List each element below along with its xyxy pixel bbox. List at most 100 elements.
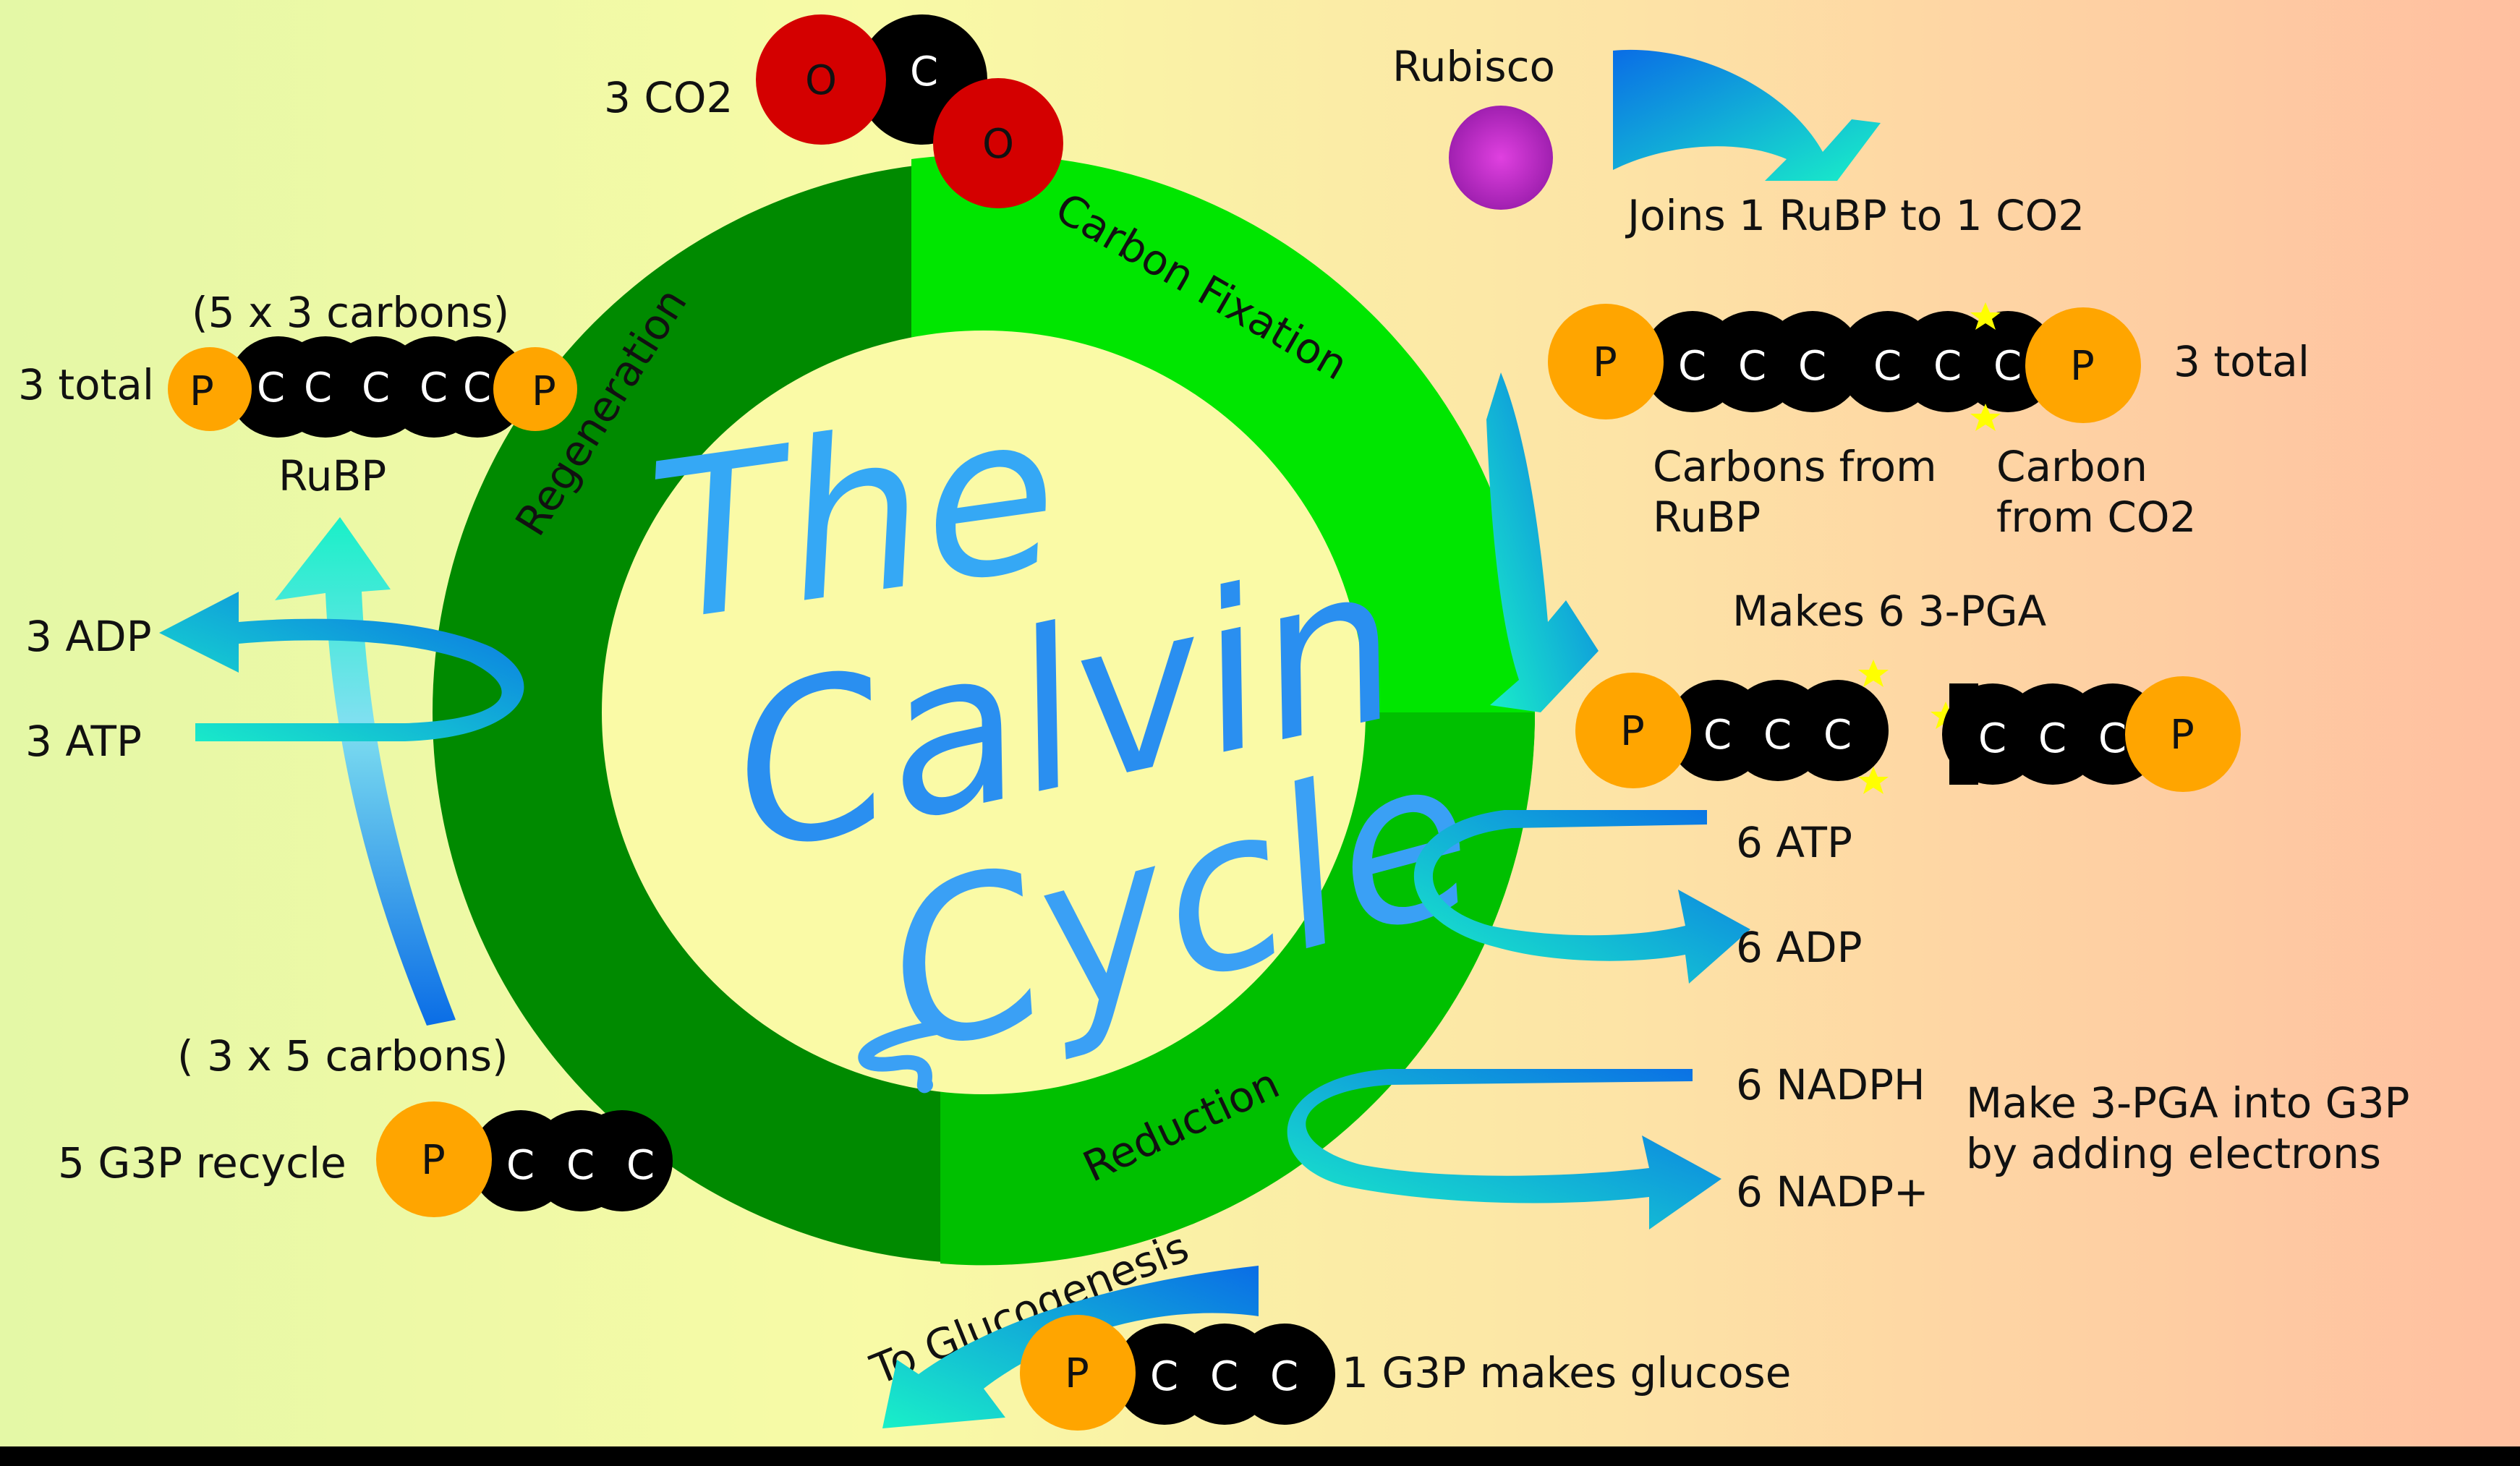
rubisco: Rubisco Joins 1 RuBP to 1 CO2 <box>1392 42 2085 240</box>
rubp-total: 3 total <box>18 360 154 409</box>
rubisco-arrow-icon <box>1613 49 1881 181</box>
carbon-symbol: C <box>2098 715 2127 762</box>
phosphate-group <box>1548 304 1664 419</box>
adp-atp-arrow-icon <box>159 592 524 741</box>
rubp-carbons: (5 x 3 carbons) <box>192 288 509 337</box>
carbon-symbol: C <box>362 365 390 412</box>
carbon-symbol: C <box>420 365 448 412</box>
glucogenesis-arrow-icon <box>882 1266 1259 1428</box>
phosphate-symbol: P <box>1065 1350 1089 1397</box>
carbon-symbol: C <box>1703 712 1732 759</box>
carbon-symbol: C <box>1270 1353 1298 1400</box>
pga-label: Makes 6 3-PGA <box>1732 587 2047 636</box>
regeneration-atp-loop: 3 ADP 3 ATP <box>25 592 524 766</box>
carbon-symbol: C <box>1150 1353 1178 1400</box>
reduction-nadp: 6 NADP+ <box>1736 1167 1929 1216</box>
carbon-symbol: C <box>1798 343 1826 390</box>
co2-oxygen-atom <box>756 14 886 145</box>
star-icon <box>1970 302 2001 330</box>
phosphate-symbol: P <box>421 1137 446 1184</box>
phosphate-symbol: P <box>2170 712 2195 759</box>
rubisco-action: Joins 1 RuBP to 1 CO2 <box>1625 191 2085 240</box>
carbon-symbol: C <box>304 365 332 412</box>
carbon-symbol: C <box>257 365 285 412</box>
recycle-carbons: ( 3 x 5 carbons) <box>177 1031 508 1081</box>
star-icon <box>1858 660 1889 687</box>
phosphate-group <box>2025 307 2141 423</box>
reduction-note-line2: by adding electrons <box>1966 1129 2381 1178</box>
output-label: 1 G3P makes glucose <box>1342 1348 1791 1397</box>
carbon-symbol: C <box>1993 343 2022 390</box>
title-swash <box>858 1020 948 1094</box>
carbon-atom <box>1234 1324 1335 1425</box>
carbons-from-rubp-line2: RuBP <box>1653 493 1761 542</box>
carbon-symbol: C <box>1210 1353 1238 1400</box>
reduction-note-line1: Make 3-PGA into G3P <box>1966 1078 2409 1128</box>
nadph-nadp-arrow-icon <box>1287 1069 1721 1230</box>
carbon-symbol: C <box>1678 343 1706 390</box>
carbon-symbol: C <box>1978 715 2006 762</box>
carbon-symbol: C <box>1763 712 1792 759</box>
carbon-atom <box>571 1110 673 1211</box>
pga-molecules: Makes 6 3-PGA P C C C P C C C <box>1575 587 2241 794</box>
reduction-nadph-loop: 6 NADPH 6 NADP+ Make 3-PGA into G3P by a… <box>1287 1060 2409 1230</box>
phosphate-symbol: P <box>190 368 214 415</box>
regeneration-arrow-icon <box>275 517 456 1026</box>
phosphate-symbol: P <box>1593 339 1617 386</box>
carbon-symbol: C <box>506 1142 535 1189</box>
title-line-1: The <box>637 365 1072 670</box>
reduction-atp: 6 ATP <box>1736 818 1852 867</box>
carbon-from-co2-line1: Carbon <box>1996 442 2147 491</box>
co2-label: 3 CO2 <box>604 73 733 122</box>
phosphate-group <box>1020 1315 1136 1431</box>
star-icon <box>1858 767 1889 794</box>
carbon-symbol: C <box>1738 343 1766 390</box>
star-icon <box>1970 404 2001 431</box>
carbon-symbol: C <box>1873 343 1902 390</box>
rubisco-label: Rubisco <box>1392 42 1555 91</box>
co2-oxygen-symbol: O <box>805 57 837 104</box>
carbon-atom <box>1949 683 1978 785</box>
phosphate-group <box>493 347 577 431</box>
fixation-arrow-icon <box>1486 372 1599 712</box>
g3p-recycle: ( 3 x 5 carbons) 5 G3P recycle P C C C <box>58 1031 673 1217</box>
fixation-molecule: P P C C C C C C 3 total Carbons from RuB… <box>1548 302 2310 542</box>
recycle-label: 5 G3P recycle <box>58 1138 346 1188</box>
g3p-output: P C C C 1 G3P makes glucose <box>882 1266 1791 1431</box>
carbon-from-co2-line2: from CO2 <box>1996 493 2196 542</box>
phosphate-symbol: P <box>1620 708 1645 755</box>
carbon-symbol: C <box>1823 712 1852 759</box>
phosphate-group <box>376 1101 492 1217</box>
phosphate-symbol: P <box>2070 343 2095 390</box>
rubp-name: RuBP <box>278 451 386 500</box>
co2-molecule: 3 CO2 C O O <box>604 14 1063 208</box>
cycle-ring <box>433 154 1536 1266</box>
phosphate-symbol: P <box>532 368 556 415</box>
reduction-adp: 6 ADP <box>1736 923 1863 972</box>
atp-adp-arrow-icon <box>1413 810 1750 984</box>
carbon-symbol: C <box>1933 343 1962 390</box>
carbon-symbol: C <box>463 365 491 412</box>
regeneration-adp: 3 ADP <box>25 612 152 661</box>
carbon-atom <box>1762 311 1863 412</box>
carbon-symbol: C <box>2038 715 2066 762</box>
rubisco-enzyme-icon <box>1449 106 1553 210</box>
co2-oxygen-symbol: O <box>982 121 1014 168</box>
carbon-symbol: C <box>626 1142 655 1189</box>
carbon-symbol: C <box>566 1142 595 1189</box>
co2-carbon-symbol: C <box>910 48 938 95</box>
fixation-total: 3 total <box>2174 337 2310 386</box>
carbon-atom <box>1787 680 1889 781</box>
reduction-atp-loop: 6 ATP 6 ADP <box>1413 810 1863 984</box>
phosphate-group <box>2125 676 2241 792</box>
rubp-molecule: (5 x 3 carbons) 3 total P P C C C C C Ru… <box>18 288 577 500</box>
phosphate-group <box>1575 673 1691 788</box>
phosphate-group <box>168 347 252 431</box>
co2-oxygen-atom <box>933 78 1063 208</box>
bottom-bar <box>0 1446 2520 1462</box>
carbons-from-rubp-line1: Carbons from <box>1653 442 1937 491</box>
reduction-nadph: 6 NADPH <box>1736 1060 1925 1109</box>
ring-center <box>602 331 1366 1094</box>
